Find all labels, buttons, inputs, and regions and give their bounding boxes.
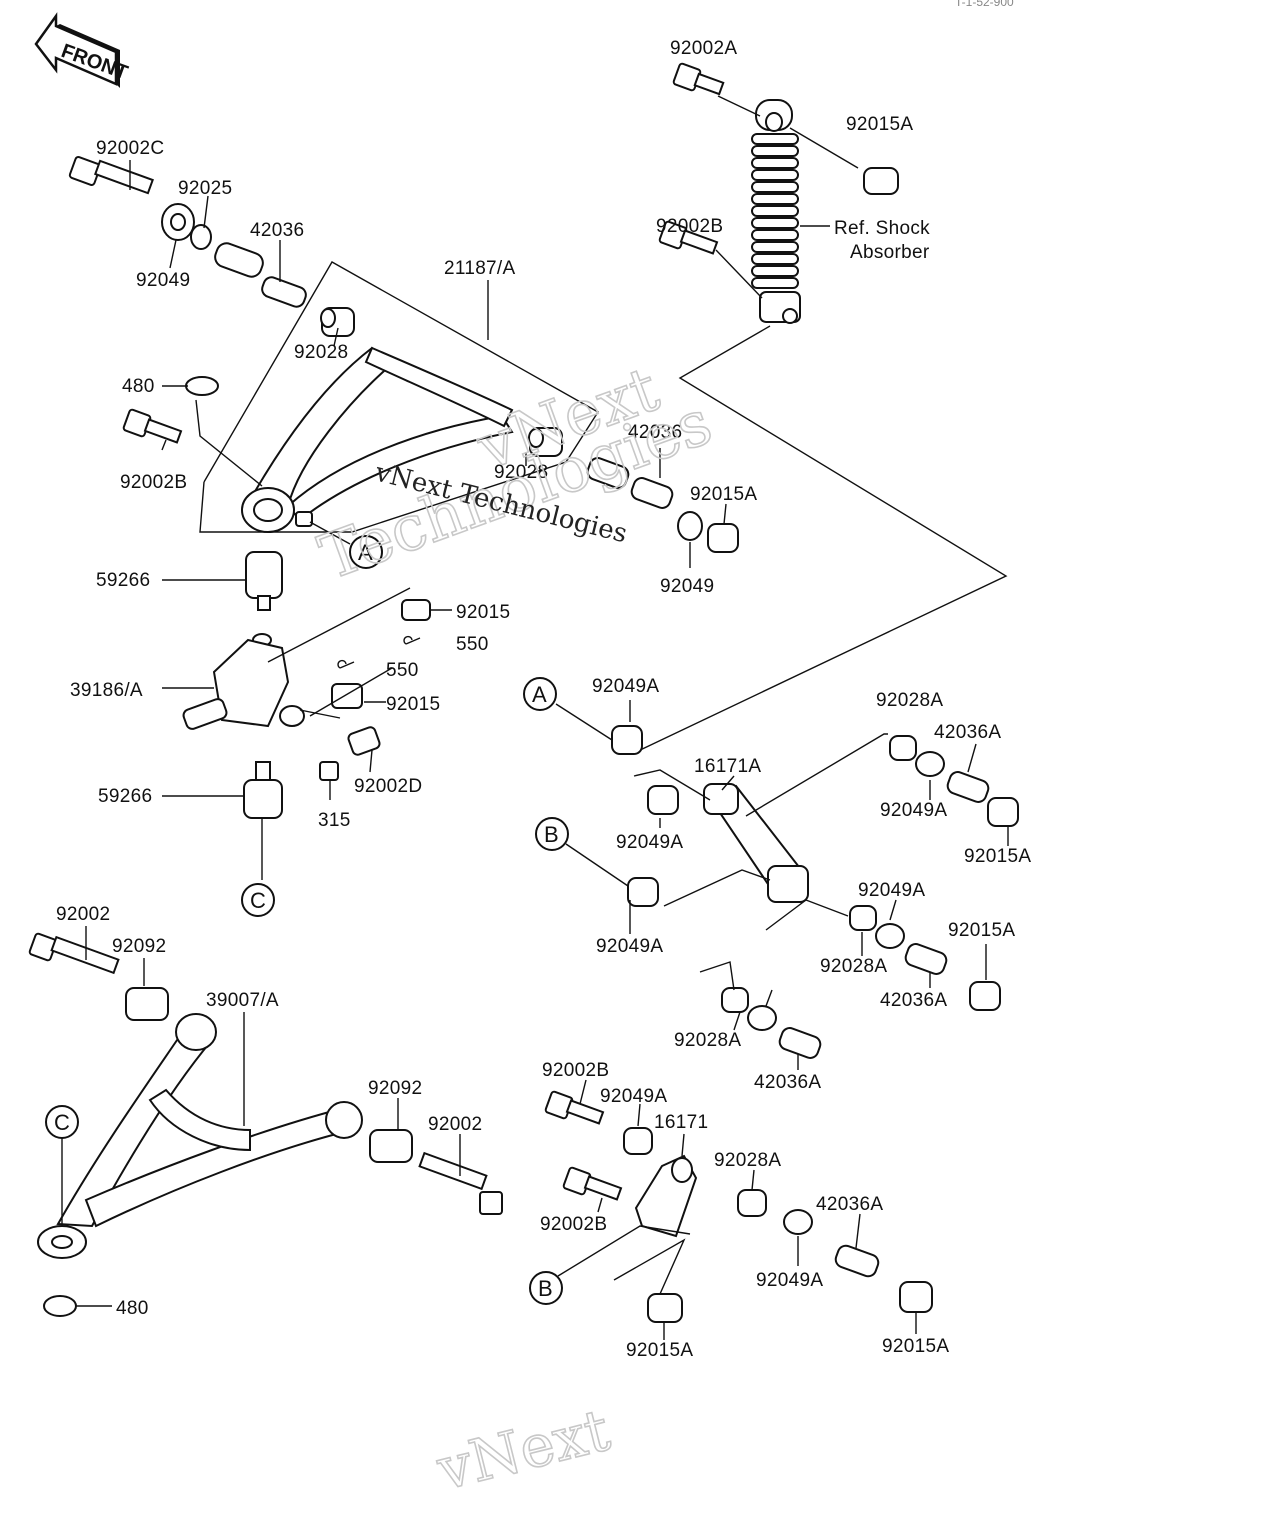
part-label: 42036A	[816, 1194, 883, 1215]
part-label: 16171A	[694, 756, 761, 777]
front-arrow-icon: FRONT	[34, 12, 131, 88]
part-label: 39186/A	[70, 680, 143, 701]
part-label: 16171	[654, 1112, 708, 1133]
part-label: 39007/A	[206, 990, 279, 1011]
svg-text:C: C	[250, 888, 266, 913]
part-label: 92028A	[876, 690, 943, 711]
part-label: 92015	[386, 694, 440, 715]
link-assembly	[611, 725, 1019, 1059]
part-label: 92049A	[858, 880, 925, 901]
part-label: 59266	[96, 570, 150, 591]
part-label: 42036A	[880, 990, 947, 1011]
svg-text:B: B	[538, 1276, 553, 1301]
callout-c-lower: C	[45, 1105, 79, 1139]
header-fragment: T-1-52-900	[955, 0, 1014, 9]
part-label: 92002B	[540, 1214, 607, 1235]
watermark-bottom: vNext	[430, 1396, 616, 1504]
part-label: 92002D	[354, 776, 422, 797]
upper-bolt-group	[68, 156, 307, 308]
link-leaders	[555, 700, 1009, 1070]
part-label: 92002	[56, 904, 110, 925]
knuckle-leaders	[162, 579, 452, 880]
part-label: 92028A	[714, 1150, 781, 1171]
part-label: 550	[456, 634, 489, 655]
part-label: 550	[386, 660, 419, 681]
part-label: 92049A	[756, 1270, 823, 1291]
part-label: 92015A	[690, 484, 757, 505]
svg-text:A: A	[358, 540, 373, 565]
part-label: 92049	[660, 576, 714, 597]
part-label: 42036	[250, 220, 304, 241]
svg-text:C: C	[54, 1110, 70, 1135]
upper-right-bushings	[586, 448, 739, 568]
part-label: 92049	[136, 270, 190, 291]
watermark: vNext Technologies vNext Technologies vN…	[309, 351, 721, 1505]
part-label: 315	[318, 810, 351, 831]
upper-leaders	[129, 160, 527, 545]
part-labels: 92002A 92015A 92002C 92025 92049 42036 9…	[56, 38, 1031, 1361]
svg-text:A: A	[532, 682, 547, 707]
part-label: 92028A	[820, 956, 887, 977]
part-label: 480	[122, 376, 155, 397]
part-label: 92015	[456, 602, 510, 623]
callout-a-upper: A	[349, 535, 383, 569]
upper-arm-assembly	[199, 261, 599, 533]
part-label: 480	[116, 1298, 149, 1319]
part-label: 92049A	[616, 832, 683, 853]
part-label: 92015A	[964, 846, 1031, 867]
svg-text:B: B	[544, 822, 559, 847]
part-label: 92015A	[948, 920, 1015, 941]
part-label: 92002B	[656, 216, 723, 237]
part-label: 92049A	[600, 1086, 667, 1107]
part-label: 42036	[628, 422, 682, 443]
part-label: 92092	[368, 1078, 422, 1099]
part-label: 92028A	[674, 1030, 741, 1051]
part-label: 92028	[494, 462, 548, 483]
callout-b-lower: B	[529, 1271, 563, 1305]
lower-link-assembly	[544, 1090, 933, 1323]
lower-link-leaders	[557, 1079, 917, 1340]
part-label: 21187/A	[444, 258, 516, 279]
part-label: 92002C	[96, 138, 164, 159]
part-label: 92049A	[592, 676, 659, 697]
part-label: 42036A	[934, 722, 1001, 743]
part-label: 92028	[294, 342, 348, 363]
shock-fasteners	[658, 62, 899, 255]
part-label: 59266	[98, 786, 152, 807]
part-label: 92015A	[882, 1336, 949, 1357]
part-label: 92092	[112, 936, 166, 957]
upper-fasteners	[122, 376, 219, 444]
shock-absorber	[751, 99, 801, 324]
shock-leaders	[635, 95, 1008, 753]
part-label: 92002A	[670, 38, 737, 59]
shock-ref-line2: Absorber	[850, 242, 930, 263]
part-label: 92015A	[846, 114, 913, 135]
part-label: 42036A	[754, 1072, 821, 1093]
part-label: 92002	[428, 1114, 482, 1135]
callout-a-link: A	[523, 677, 557, 711]
part-label: 92049A	[880, 800, 947, 821]
shock-ref-line1: Ref. Shock	[834, 218, 930, 239]
part-label: 92002B	[120, 472, 187, 493]
part-label: 92015A	[626, 1340, 693, 1361]
lower-arm-assembly	[28, 932, 503, 1317]
part-label: 92025	[178, 178, 232, 199]
callout-b-link: B	[535, 817, 569, 851]
lower-leaders	[61, 926, 461, 1307]
cotter-pins	[337, 635, 421, 669]
part-label: 92049A	[596, 936, 663, 957]
callout-c-knuckle: C	[241, 883, 275, 917]
part-label: 92002B	[542, 1060, 609, 1081]
